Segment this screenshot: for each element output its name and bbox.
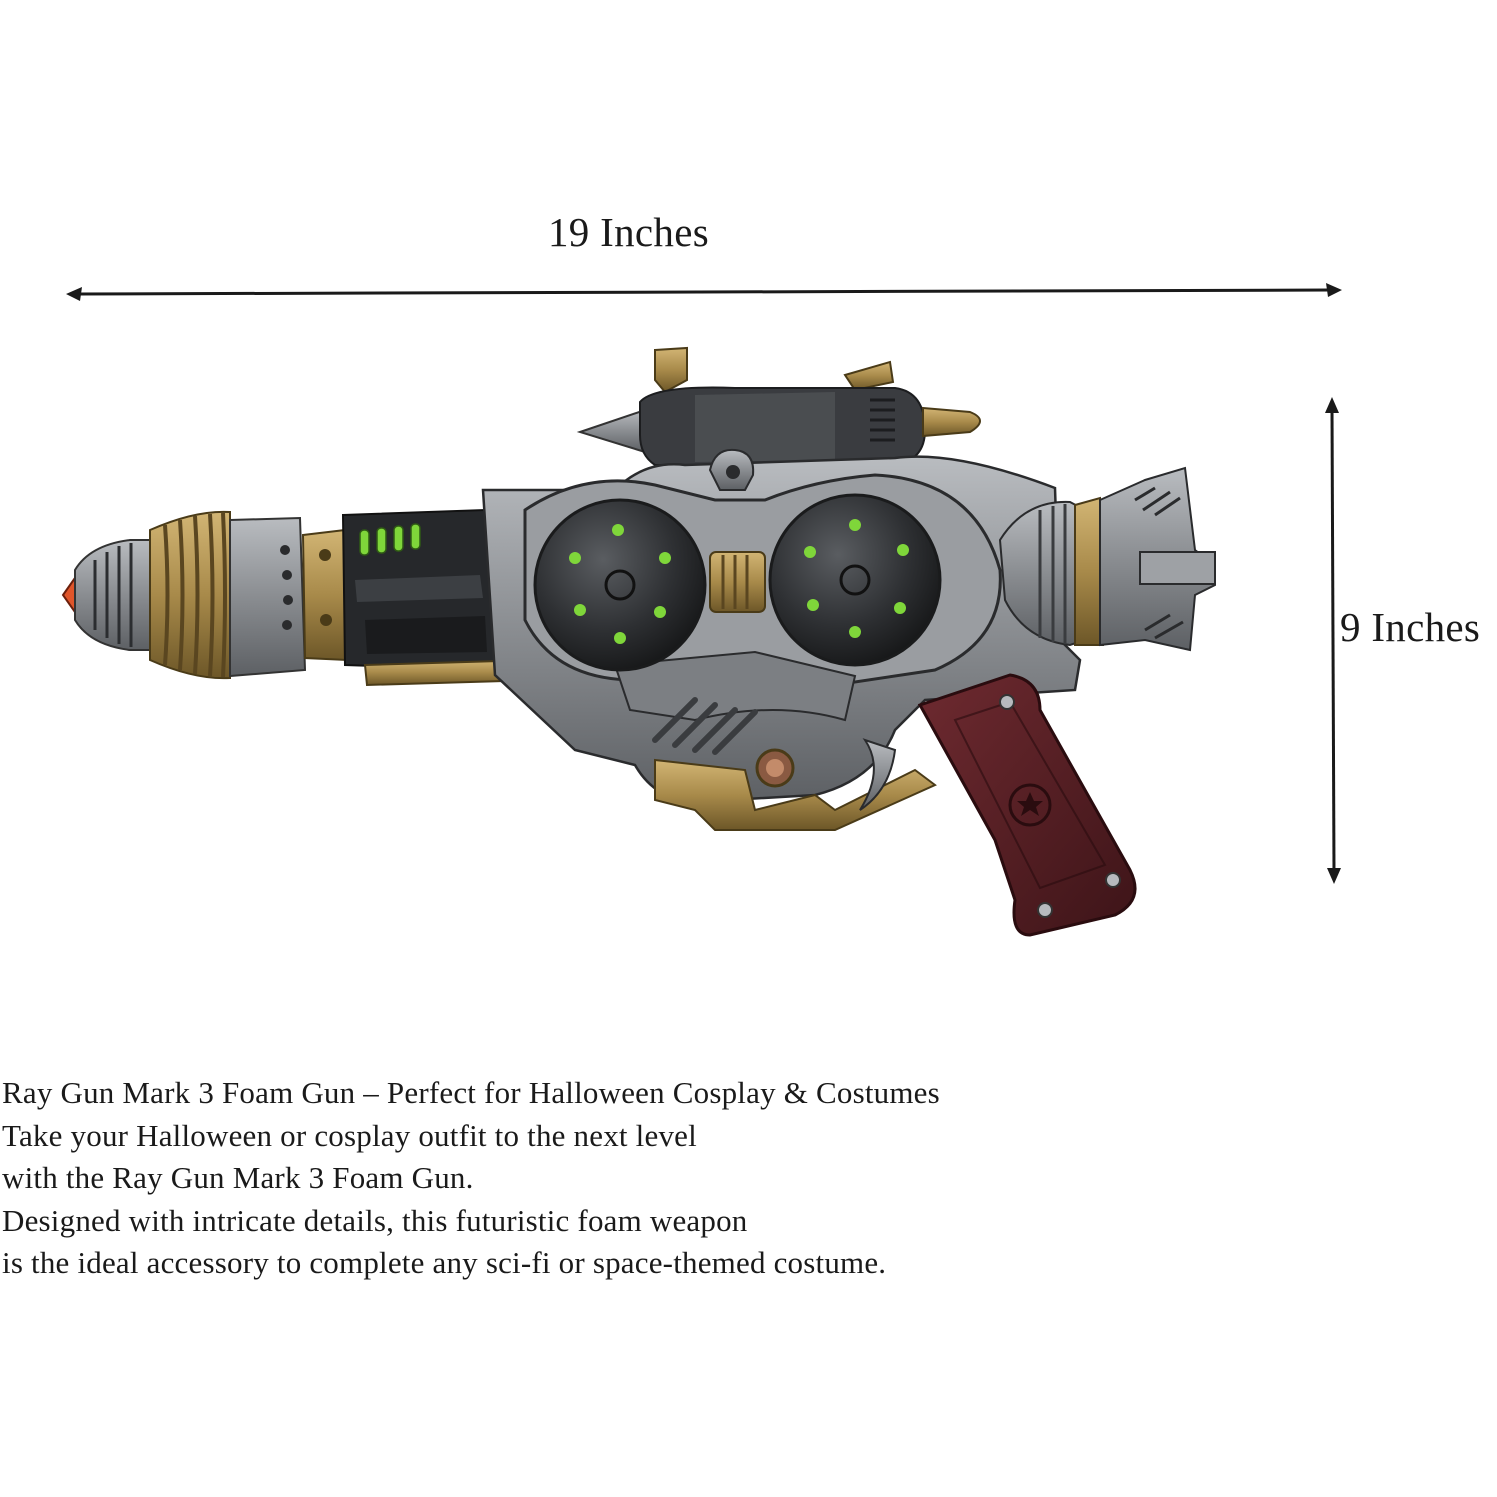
trigger — [859, 738, 897, 811]
left-sphere — [533, 498, 707, 672]
height-arrow — [1325, 397, 1341, 884]
height-dimension-label: 9 Inches — [1340, 604, 1481, 650]
description-line-title: Ray Gun Mark 3 Foam Gun – Perfect for Ha… — [2, 1075, 940, 1110]
barrel-collar — [229, 516, 307, 678]
lower-frame — [654, 758, 937, 831]
width-dimension-label: 19 Inches — [548, 209, 709, 255]
product-description: Ray Gun Mark 3 Foam Gun – Perfect for Ha… — [2, 1072, 1102, 1285]
rear-emitter-ring — [1074, 496, 1105, 646]
width-arrow — [66, 283, 1342, 301]
brass-coil — [149, 510, 231, 680]
description-line: is the ideal accessory to complete any s… — [2, 1245, 887, 1280]
description-line: Designed with intricate details, this fu… — [2, 1202, 748, 1238]
green-lights — [359, 523, 421, 556]
nose-cone — [74, 539, 151, 651]
ray-gun-image — [61, 346, 1216, 937]
right-sphere — [768, 493, 942, 667]
star-emblem-icon — [1008, 783, 1052, 827]
top-cannon-spike — [576, 408, 646, 454]
sphere-connector — [709, 551, 766, 613]
top-cannon-tip — [922, 406, 981, 438]
rear-sight — [654, 346, 688, 394]
description-line: Take your Halloween or cosplay outfit to… — [2, 1117, 697, 1153]
description-line: with the Ray Gun Mark 3 Foam Gun. — [2, 1160, 474, 1195]
front-sight — [843, 360, 895, 392]
